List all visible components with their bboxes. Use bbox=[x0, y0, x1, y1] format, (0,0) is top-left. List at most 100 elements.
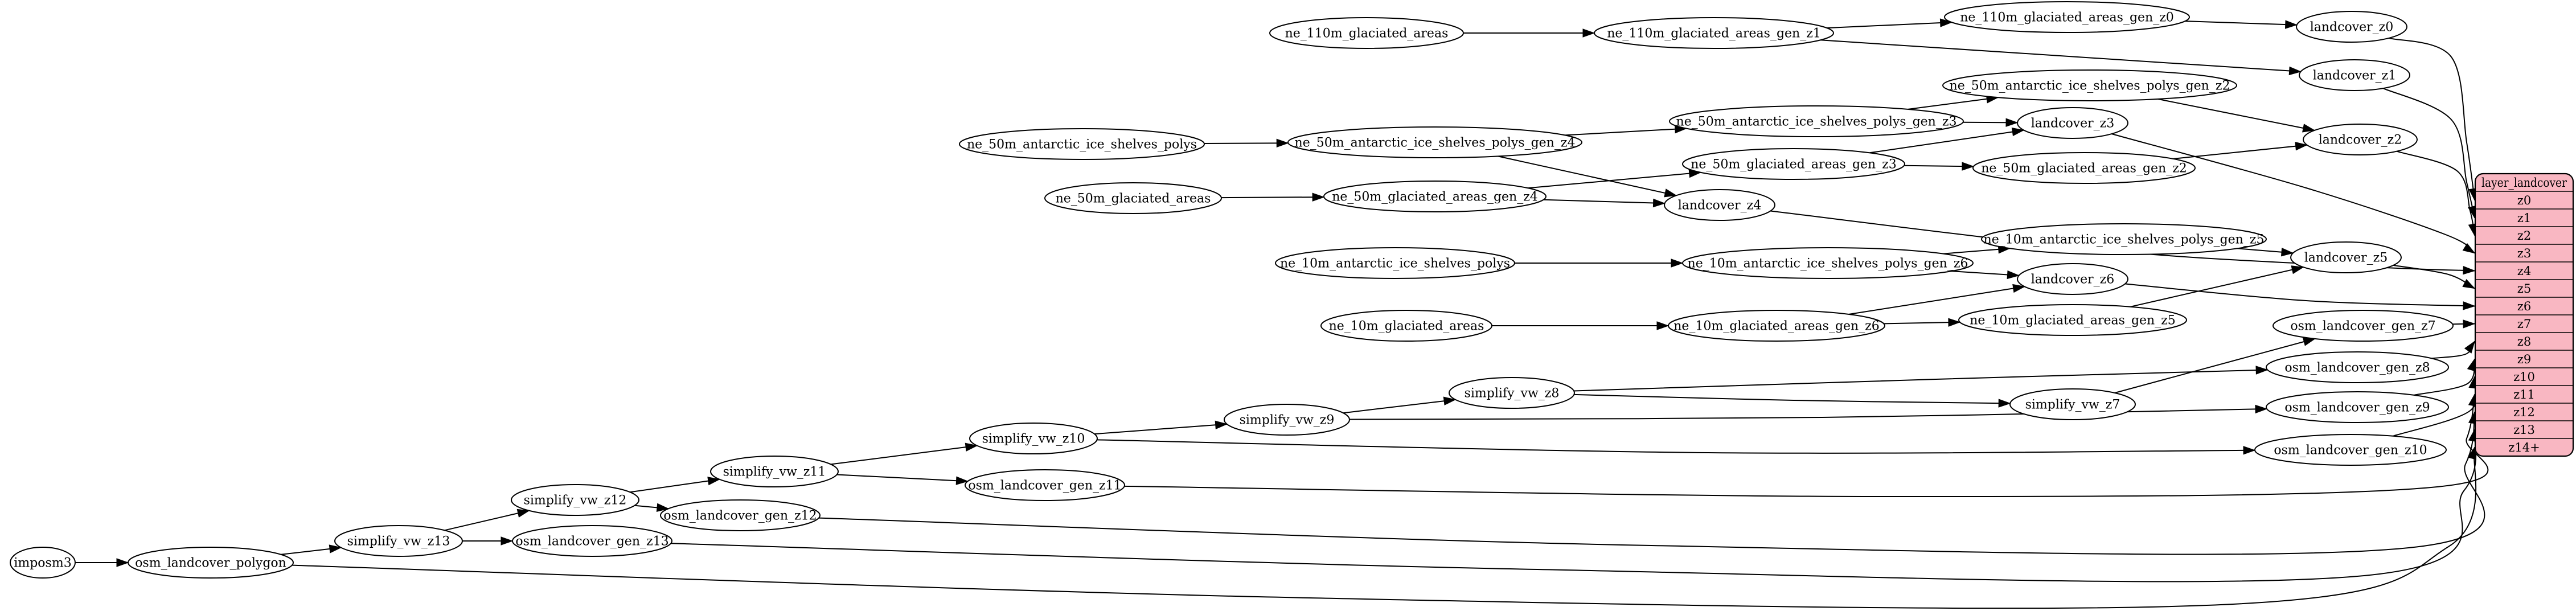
edge-ne_50m_glaciated_areas_gen_z4-to-ne_50m_glaciated_areas_gen_z3 bbox=[1528, 171, 1701, 189]
node-simplify_vw_z12: simplify_vw_z12 bbox=[511, 484, 639, 516]
node-label: osm_landcover_gen_z11 bbox=[968, 479, 1121, 493]
node-ellipse bbox=[1942, 69, 2237, 101]
node-osm_landcover_gen_z9: osm_landcover_gen_z9 bbox=[2266, 391, 2449, 423]
node-ellipse bbox=[1972, 152, 2196, 184]
table-row-z2: z2 bbox=[2517, 229, 2531, 243]
node-ellipse bbox=[2290, 241, 2402, 273]
node-label: ne_10m_antarctic_ice_shelves_polys_gen_z… bbox=[1984, 233, 2265, 247]
edge-landcover_z2-to-layer_landcover-z2 bbox=[2396, 150, 2475, 236]
node-label: ne_10m_glaciated_areas_gen_z5 bbox=[1970, 314, 2176, 328]
node-osm_landcover_gen_z13: osm_landcover_gen_z13 bbox=[512, 525, 672, 557]
node-ellipse bbox=[1944, 1, 2190, 33]
node-ne_50m_glaciated_areas: ne_50m_glaciated_areas bbox=[1044, 182, 1222, 214]
node-ne_50m_antarctic_ice_shelves_polys_gen_z3: ne_50m_antarctic_ice_shelves_polys_gen_z… bbox=[1669, 105, 1964, 137]
node-ne_50m_antarctic_ice_shelves_polys_gen_z4: ne_50m_antarctic_ice_shelves_polys_gen_z… bbox=[1287, 126, 1582, 158]
node-label: simplify_vw_z11 bbox=[723, 465, 826, 479]
node-ne_50m_glaciated_areas_gen_z4: ne_50m_glaciated_areas_gen_z4 bbox=[1323, 181, 1547, 212]
node-label: simplify_vw_z8 bbox=[1465, 387, 1560, 401]
node-label: landcover_z0 bbox=[2310, 20, 2394, 35]
arrowhead-icon bbox=[501, 536, 514, 546]
node-landcover_z0: landcover_z0 bbox=[2296, 11, 2407, 43]
node-ellipse bbox=[334, 525, 463, 557]
node-ellipse bbox=[1668, 310, 1885, 342]
node-label: landcover_z4 bbox=[1678, 199, 1762, 213]
node-label: ne_50m_antarctic_ice_shelves_polys_gen_z… bbox=[1950, 79, 2230, 93]
node-ellipse bbox=[2017, 107, 2128, 139]
arrowhead-icon bbox=[1276, 138, 1289, 148]
edge-landcover_z1-to-layer_landcover-z1 bbox=[2382, 88, 2475, 218]
node-simplify_vw_z9: simplify_vw_z9 bbox=[1224, 404, 1350, 436]
node-landcover_z1: landcover_z1 bbox=[2299, 59, 2410, 91]
edge-ne_50m_antarctic_ice_shelves_polys_gen_z2-to-landcover_z2 bbox=[2157, 98, 2315, 131]
arrowhead-icon bbox=[2463, 265, 2476, 275]
node-ne_10m_glaciated_areas: ne_10m_glaciated_areas bbox=[1320, 310, 1492, 342]
arrowhead-icon bbox=[2255, 366, 2269, 375]
node-ne_50m_glaciated_areas_gen_z3: ne_50m_glaciated_areas_gen_z3 bbox=[1682, 148, 1905, 180]
node-simplify_vw_z8: simplify_vw_z8 bbox=[1449, 377, 1575, 409]
node-landcover_z6: landcover_z6 bbox=[2017, 263, 2128, 295]
node-ellipse bbox=[1664, 189, 1775, 221]
node-ellipse bbox=[965, 469, 1125, 501]
node-simplify_vw_z10: simplify_vw_z10 bbox=[969, 423, 1098, 454]
node-ne_50m_antarctic_ice_shelves_polys: ne_50m_antarctic_ice_shelves_polys bbox=[959, 128, 1205, 160]
table-row-z13: z13 bbox=[2513, 423, 2535, 437]
edge-simplify_vw_z10-to-simplify_vw_z9 bbox=[1094, 423, 1227, 435]
table-row-z3: z3 bbox=[2517, 247, 2531, 260]
arrowhead-icon bbox=[2255, 404, 2268, 414]
node-ne_10m_antarctic_ice_shelves_polys: ne_10m_antarctic_ice_shelves_polys bbox=[1275, 247, 1515, 279]
arrowhead-icon bbox=[2302, 124, 2316, 133]
edge-osm_landcover_gen_z12-to-layer_landcover-z12 bbox=[818, 412, 2485, 555]
node-label: ne_50m_glaciated_areas_gen_z2 bbox=[1981, 162, 2187, 176]
node-imposm3: imposm3 bbox=[10, 547, 76, 579]
node-ellipse bbox=[1449, 377, 1575, 409]
arrowhead-icon bbox=[1948, 318, 1961, 327]
node-label: ne_50m_antarctic_ice_shelves_polys bbox=[967, 138, 1197, 152]
arrowhead-icon bbox=[1939, 18, 1953, 27]
node-ellipse bbox=[2296, 11, 2407, 43]
node-ellipse bbox=[1682, 148, 1905, 180]
table-row-z8: z8 bbox=[2517, 335, 2531, 348]
edge-simplify_vw_z11-to-simplify_vw_z10 bbox=[830, 445, 978, 465]
edge-osm_landcover_gen_z11-to-layer_landcover-z11 bbox=[1124, 394, 2489, 498]
edge-osm_landcover_polygon-to-layer_landcover-z14+ bbox=[292, 447, 2477, 609]
edge-simplify_vw_z9-to-simplify_vw_z8 bbox=[1343, 399, 1456, 414]
arrowhead-icon bbox=[2463, 301, 2476, 310]
node-ellipse bbox=[1323, 181, 1547, 212]
node-osm_landcover_gen_z8: osm_landcover_gen_z8 bbox=[2266, 351, 2449, 383]
node-label: ne_110m_glaciated_areas bbox=[1285, 27, 1449, 41]
node-label: ne_10m_glaciated_areas bbox=[1329, 319, 1484, 334]
node-label: landcover_z1 bbox=[2313, 69, 2397, 83]
node-ne_110m_glaciated_areas: ne_110m_glaciated_areas bbox=[1269, 17, 1464, 49]
node-label: ne_50m_glaciated_areas_gen_z3 bbox=[1691, 158, 1897, 172]
node-ellipse bbox=[2017, 263, 2128, 295]
arrowhead-icon bbox=[656, 503, 670, 512]
node-label: ne_110m_glaciated_areas_gen_z0 bbox=[1960, 11, 2174, 25]
edge-ne_50m_glaciated_areas-to-ne_50m_glaciated_areas_gen_z4 bbox=[1221, 196, 1324, 199]
table-row-z1: z1 bbox=[2517, 211, 2531, 225]
node-label: landcover_z3 bbox=[2031, 117, 2115, 131]
node-label: osm_landcover_polygon bbox=[135, 556, 286, 571]
edge-osm_landcover_gen_z13-to-layer_landcover-z13 bbox=[671, 429, 2477, 583]
node-label: osm_landcover_gen_z12 bbox=[663, 509, 817, 523]
arrowhead-icon bbox=[2011, 127, 2025, 137]
node-osm_landcover_gen_z11: osm_landcover_gen_z11 bbox=[965, 469, 1125, 501]
node-ellipse bbox=[2303, 124, 2418, 155]
node-osm_landcover_gen_z10: osm_landcover_gen_z10 bbox=[2254, 434, 2447, 466]
table-row-z7: z7 bbox=[2517, 317, 2531, 331]
arrowhead-icon bbox=[1656, 321, 1670, 330]
edge-simplify_vw_z7-to-osm_landcover_gen_z7 bbox=[2114, 338, 2315, 393]
arrowhead-icon bbox=[2291, 265, 2304, 274]
node-ellipse bbox=[1669, 105, 1964, 137]
node-ellipse bbox=[1594, 17, 1834, 49]
node-ellipse bbox=[2009, 388, 2136, 420]
node-simplify_vw_z13: simplify_vw_z13 bbox=[334, 525, 463, 557]
node-ne_110m_glaciated_areas_gen_z0: ne_110m_glaciated_areas_gen_z0 bbox=[1944, 1, 2190, 33]
arrowhead-icon bbox=[1998, 399, 2011, 408]
edge-ne_110m_glaciated_areas_gen_z0-to-landcover_z0 bbox=[2185, 20, 2297, 26]
node-ellipse bbox=[10, 547, 76, 579]
edge-landcover_z4-to-layer_landcover-z4 bbox=[1770, 210, 2475, 272]
node-ne_10m_antarctic_ice_shelves_polys_gen_z6: ne_10m_antarctic_ice_shelves_polys_gen_z… bbox=[1682, 247, 1974, 279]
node-ne_10m_antarctic_ice_shelves_polys_gen_z5: ne_10m_antarctic_ice_shelves_polys_gen_z… bbox=[1981, 223, 2267, 255]
node-label: landcover_z6 bbox=[2031, 273, 2115, 287]
